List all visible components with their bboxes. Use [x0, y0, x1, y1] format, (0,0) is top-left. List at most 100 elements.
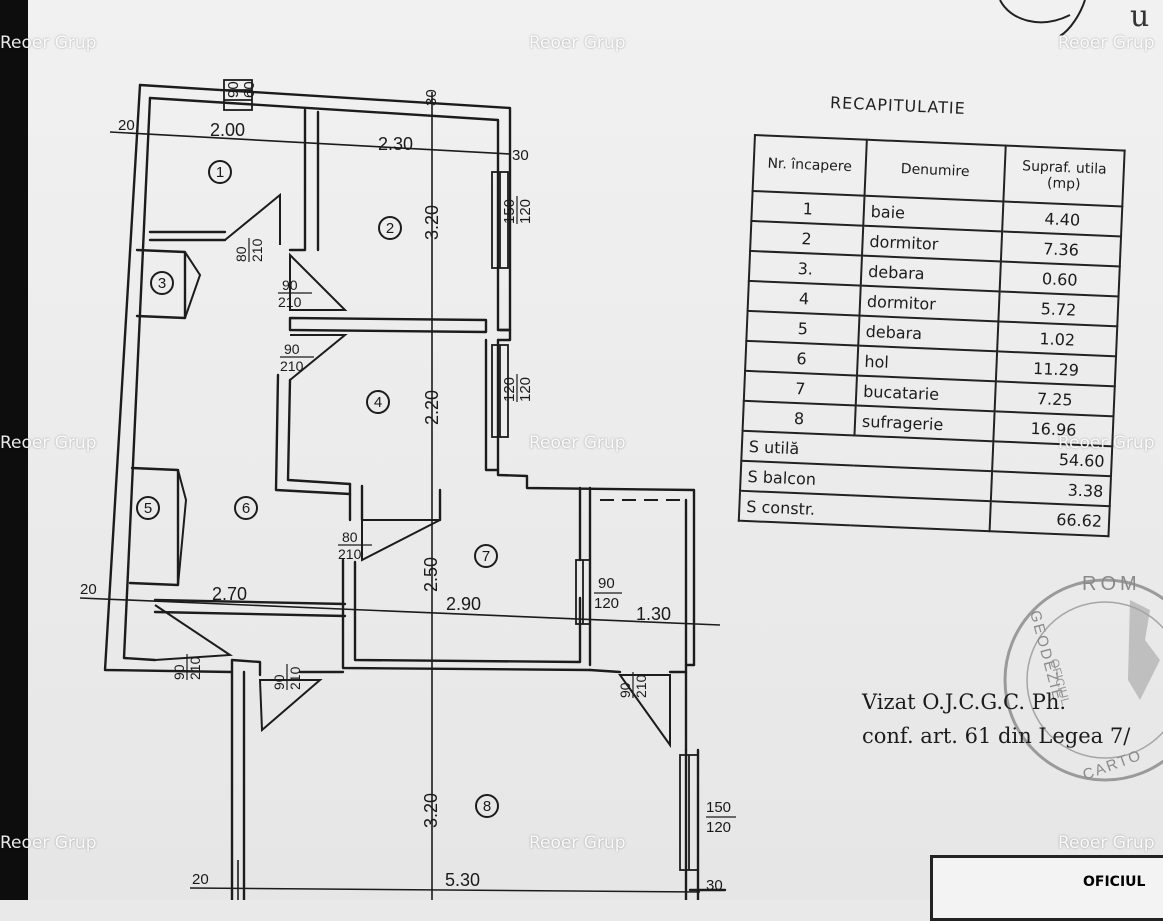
room-2-label: 2	[386, 220, 394, 237]
room-1-label: 1	[216, 164, 224, 181]
official-seal: ROM GEODEZIE OFICIUL CARTO	[1003, 573, 1163, 784]
room-7-label: 7	[482, 548, 490, 565]
watermark: Reoer Grup	[1058, 433, 1155, 453]
header-suprafata: Supraf. utila (mp)	[1003, 145, 1125, 207]
room-8-marker	[475, 794, 499, 818]
dim-2-70: 2.70	[212, 584, 247, 604]
row-nr: 7	[743, 370, 857, 406]
room-4-label: 4	[374, 394, 382, 411]
door-1-width: 80	[233, 246, 249, 262]
photo-edge	[0, 0, 28, 900]
watermark: Reoer Grup	[0, 833, 97, 853]
wall-20-bottom: 20	[192, 871, 209, 888]
watermark: Reoer Grup	[1058, 33, 1155, 53]
dim-2-30: 2.30	[378, 134, 413, 154]
windows	[223, 79, 699, 871]
dim-2-00: 2.00	[210, 120, 245, 140]
row-nr: 5	[746, 310, 860, 346]
door-7-width: 80	[342, 529, 358, 545]
row-nr: 3.	[748, 250, 862, 286]
watermark: Reoer Grup	[0, 33, 97, 53]
watermark: Reoer Grup	[0, 433, 97, 453]
door-balcony-height: 210	[633, 674, 649, 698]
door-7-height: 210	[338, 546, 362, 562]
door-4-height: 210	[280, 358, 304, 374]
seal-bottom-text: CARTO	[1081, 747, 1145, 784]
door-2-width: 90	[282, 277, 298, 293]
total-value: 66.62	[989, 501, 1110, 537]
dim-2-90: 2.90	[446, 594, 481, 614]
plan-walls	[103, 83, 727, 900]
row-area: 11.29	[996, 351, 1117, 387]
room-3-marker	[150, 271, 174, 295]
door-8-width: 90	[271, 674, 287, 690]
room-6-marker	[234, 496, 258, 520]
total-value: 3.38	[991, 471, 1111, 507]
dim-2-50-room7: 2.50	[421, 557, 441, 592]
door-2-height: 210	[278, 294, 302, 310]
recap-table: Nr. încapere Denumire Supraf. utila (mp)…	[738, 134, 1126, 537]
window-top-label: 90	[225, 81, 242, 98]
door-8-height: 210	[287, 666, 303, 690]
approval-line-1: Vizat O.J.C.G.C. Ph.	[862, 690, 1067, 714]
window-4-height: 120	[517, 377, 534, 402]
dim-3-20-room2: 3.20	[422, 205, 442, 240]
room-7-marker	[474, 544, 498, 568]
door-6-height: 210	[187, 656, 203, 680]
approval-line-2: conf. art. 61 din Legea 7/	[862, 724, 1131, 748]
window-2-width: 150	[501, 199, 518, 224]
door-4-width: 90	[284, 341, 300, 357]
dim-3-20-room8: 3.20	[421, 793, 441, 828]
watermark: Reoer Grup	[529, 433, 626, 453]
door-1-height: 210	[249, 238, 265, 262]
window-7-height: 120	[594, 595, 619, 612]
office-stamp-box: OFICIUL	[930, 855, 1163, 921]
wall-20-top: 20	[118, 117, 135, 134]
scanned-document	[28, 0, 1163, 900]
row-area: 1.02	[997, 321, 1118, 357]
room-5-marker	[136, 496, 160, 520]
window-top-label-b: 60	[241, 81, 258, 98]
row-area: 5.72	[998, 291, 1119, 327]
window-8-height: 120	[706, 819, 731, 836]
room-2-marker	[378, 216, 402, 240]
header-nr: Nr. încapere	[752, 135, 867, 196]
row-area: 4.40	[1002, 201, 1123, 237]
wall-30-right: 30	[512, 147, 529, 164]
room-8-label: 8	[483, 798, 491, 815]
row-area: 7.36	[1001, 231, 1122, 267]
window-8-width: 150	[706, 799, 731, 816]
room-markers	[136, 160, 499, 818]
room-4-marker	[366, 390, 390, 414]
window-4-width: 120	[501, 377, 518, 402]
door-swings	[154, 192, 671, 749]
header-denumire: Denumire	[864, 139, 1006, 202]
door-6-width: 90	[171, 664, 187, 680]
door-balcony-width: 90	[617, 682, 633, 698]
window-7-width: 90	[598, 575, 615, 592]
wall-30-top: 30	[423, 89, 440, 106]
window-2-height: 120	[517, 199, 534, 224]
recap-table-wrapper: Nr. încapere Denumire Supraf. utila (mp)…	[738, 134, 1126, 537]
row-area: 7.25	[994, 381, 1115, 417]
dim-2-20-room4: 2.20	[422, 390, 442, 425]
row-nr: 6	[745, 340, 859, 376]
dimension-lines	[79, 92, 721, 900]
wall-30-bottom: 30	[706, 877, 723, 894]
watermark: Reoer Grup	[1058, 833, 1155, 853]
row-nr: 8	[742, 400, 856, 436]
room-5-label: 5	[144, 500, 152, 517]
handwritten-stroke	[999, 0, 1086, 37]
watermark: Reoer Grup	[529, 33, 626, 53]
watermark: Reoer Grup	[529, 833, 626, 853]
office-stamp-text: OFICIUL	[1083, 874, 1146, 890]
wall-20-mid: 20	[80, 581, 97, 598]
dim-5-30: 5.30	[445, 870, 480, 890]
balcony-outline	[600, 499, 687, 665]
room-3-label: 3	[158, 275, 166, 292]
row-nr: 2	[750, 220, 864, 256]
floor-plan: 1 2 3 4 5 6 7 8 2.00 2.30 3.20 2.20 2.50…	[79, 0, 1163, 900]
row-nr: 4	[747, 280, 861, 316]
room-6-label: 6	[242, 500, 250, 517]
row-nr: 1	[751, 190, 865, 226]
